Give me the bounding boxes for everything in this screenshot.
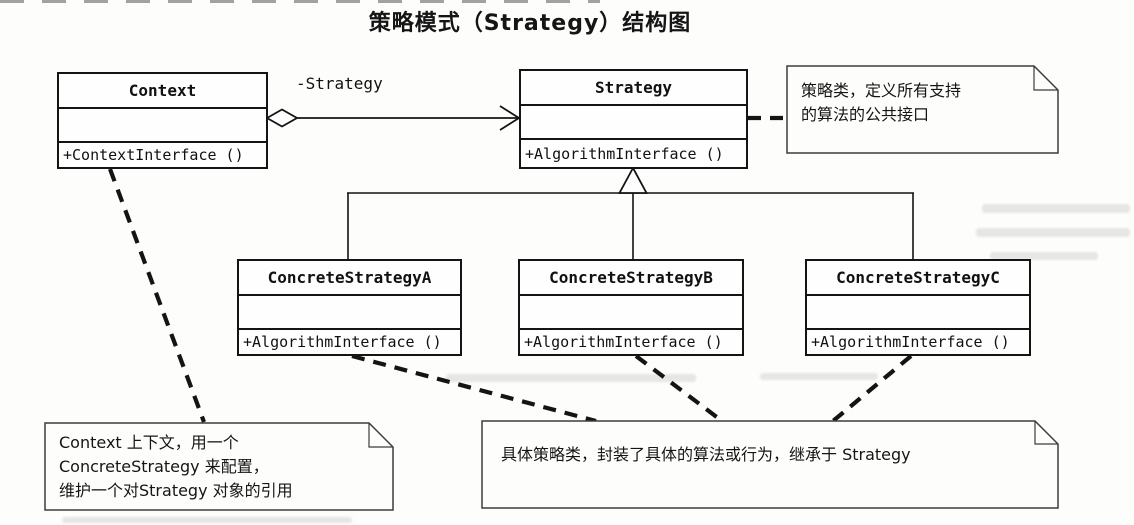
note-line: 策略类，定义所有支持 xyxy=(801,81,962,100)
class-box-context: Context +ContextInterface () xyxy=(57,72,268,169)
scan-artifact-top-edge xyxy=(0,0,600,3)
note-line: 具体策略类，封装了具体的算法或行为，继承于 Strategy xyxy=(501,445,911,464)
scan-artifact xyxy=(446,374,696,382)
class-method: +AlgorithmInterface () xyxy=(243,333,442,351)
class-box-concrete-strategy-c: ConcreteStrategyC +AlgorithmInterface () xyxy=(805,259,1031,356)
class-method: +AlgorithmInterface () xyxy=(525,144,724,163)
association-role-label: -Strategy xyxy=(296,74,383,93)
class-name: Strategy xyxy=(521,71,746,106)
dashed-link-context-note xyxy=(108,168,206,423)
class-attributes-empty xyxy=(239,296,460,330)
note-fold-strategy xyxy=(1033,66,1058,91)
dashed-link-concreteC-note xyxy=(831,354,913,423)
class-box-concrete-strategy-b: ConcreteStrategyB +AlgorithmInterface () xyxy=(518,259,744,356)
note-fold-context xyxy=(368,423,393,448)
class-name: ConcreteStrategyC xyxy=(807,261,1029,296)
note-context: Context 上下文，用一个 ConcreteStrategy 来配置， 维护… xyxy=(59,431,389,503)
class-attributes-empty xyxy=(807,296,1029,330)
generalization-triangle xyxy=(617,166,649,194)
scan-artifact xyxy=(62,517,352,523)
class-name: Context xyxy=(59,74,266,109)
dashed-link-concreteA-note xyxy=(351,353,597,424)
note-line: Context 上下文，用一个 xyxy=(59,433,239,452)
note-shape-strategy xyxy=(786,65,1059,154)
note-shape-context xyxy=(44,422,394,511)
class-attributes-empty xyxy=(59,109,266,143)
class-method: +AlgorithmInterface () xyxy=(811,333,1010,351)
class-attributes-empty xyxy=(520,296,742,330)
scan-artifact xyxy=(760,373,878,380)
class-name: ConcreteStrategyB xyxy=(520,261,742,296)
scan-artifact xyxy=(976,228,1130,237)
note-strategy: 策略类，定义所有支持 的算法的公共接口 xyxy=(801,79,1046,127)
scan-artifact xyxy=(982,204,1130,213)
class-box-strategy: Strategy +AlgorithmInterface () xyxy=(519,69,748,169)
scan-artifact xyxy=(990,252,1098,260)
diagram-title: 策略模式（Strategy）结构图 xyxy=(368,11,692,36)
note-fold-concrete xyxy=(1034,421,1058,445)
note-line: ConcreteStrategy 来配置， xyxy=(59,457,269,476)
note-concrete: 具体策略类，封装了具体的算法或行为，继承于 Strategy xyxy=(501,443,1046,467)
class-method: +AlgorithmInterface () xyxy=(524,333,723,351)
aggregation-diamond xyxy=(265,108,299,128)
dashed-link-concreteB-note xyxy=(634,354,724,423)
note-line: 的算法的公共接口 xyxy=(801,105,930,124)
class-box-concrete-strategy-a: ConcreteStrategyA +AlgorithmInterface () xyxy=(237,259,462,356)
class-name: ConcreteStrategyA xyxy=(239,261,460,296)
class-attributes-empty xyxy=(521,106,746,140)
class-method: +ContextInterface () xyxy=(63,146,244,164)
note-shape-concrete xyxy=(481,420,1059,509)
note-line: 维护一个对Strategy 对象的引用 xyxy=(59,481,293,500)
